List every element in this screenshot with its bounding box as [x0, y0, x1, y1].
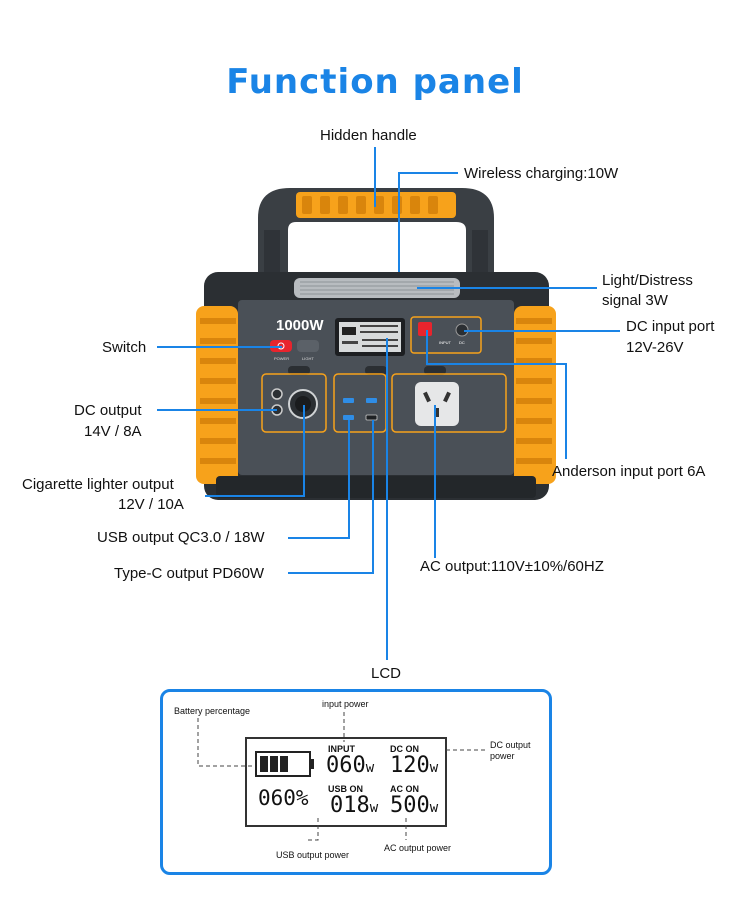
line-dc-output: [157, 409, 277, 411]
label-dc-output-line2: 14V / 8A: [84, 423, 142, 440]
lcd-usb-value: 018w: [330, 793, 379, 818]
line-usb-v: [348, 420, 350, 538]
svg-text:INPUT: INPUT: [439, 340, 452, 345]
label-lcd: LCD: [371, 665, 402, 682]
label-cig-line1: Cigarette lighter output: [22, 476, 174, 493]
line-wireless-h: [398, 172, 458, 174]
lcd-input-value: 060w: [326, 753, 375, 778]
lcd-dc-output-power-label-2: power: [490, 751, 515, 761]
lcd-ac-label: AC ON: [390, 784, 419, 794]
lcd-dc-value: 120w: [390, 753, 439, 778]
page-title: Function panel: [226, 62, 524, 102]
svg-text:LIGHT: LIGHT: [302, 356, 314, 361]
label-switch: Switch: [102, 339, 147, 356]
line-light: [417, 287, 597, 289]
line-switch: [157, 346, 282, 348]
line-wireless-v: [398, 172, 400, 272]
lcd-battery-percentage-label: Battery percentage: [174, 706, 251, 716]
lcd-ac-output-power-label: AC output power: [384, 843, 452, 853]
line-dc-input-h: [464, 330, 620, 332]
label-wireless-charging: Wireless charging:10W: [464, 165, 619, 182]
lcd-detail-panel: [160, 689, 552, 875]
label-light-line1: Light/Distress: [602, 272, 693, 289]
lcd-input-power-label: input power: [322, 699, 369, 709]
lcd-percent-value: 060%: [258, 786, 309, 810]
lcd-usb-output-power-label: USB output power: [276, 850, 350, 860]
line-lcd: [386, 338, 388, 660]
line-ac: [434, 405, 436, 558]
svg-text:POWER: POWER: [274, 356, 289, 361]
lcd-input-label: INPUT: [328, 744, 355, 754]
lcd-dc-output-power-label-1: DC output: [490, 740, 531, 750]
line-typec-h: [288, 572, 374, 574]
model-label: 1000W: [276, 317, 324, 334]
label-typec-output: Type-C output PD60W: [114, 565, 265, 582]
line-anderson-v1: [426, 330, 428, 364]
lcd-dc-label: DC ON: [390, 744, 419, 754]
line-cig-h: [205, 495, 305, 497]
label-cig-line2: 12V / 10A: [118, 496, 184, 513]
label-dc-output-line1: DC output: [74, 402, 142, 419]
label-hidden-handle: Hidden handle: [320, 127, 417, 144]
label-anderson: Anderson input port 6A: [552, 463, 706, 480]
lcd-ac-value: 500w: [390, 793, 439, 818]
label-dc-input-line1: DC input port: [626, 318, 715, 335]
lcd-usb-label: USB ON: [328, 784, 364, 794]
line-handle: [374, 147, 376, 207]
label-dc-input-line2: 12V-26V: [626, 339, 684, 356]
line-usb-h: [288, 537, 350, 539]
line-anderson-h: [426, 363, 566, 365]
label-usb-output: USB output QC3.0 / 18W: [97, 529, 265, 546]
svg-text:DC: DC: [459, 340, 465, 345]
line-anderson-v2: [565, 363, 567, 459]
label-ac-output: AC output:110V±10%/60HZ: [420, 558, 604, 575]
label-light-line2: signal 3W: [602, 292, 668, 309]
line-typec-v: [372, 420, 374, 574]
line-cig-v: [303, 405, 305, 497]
